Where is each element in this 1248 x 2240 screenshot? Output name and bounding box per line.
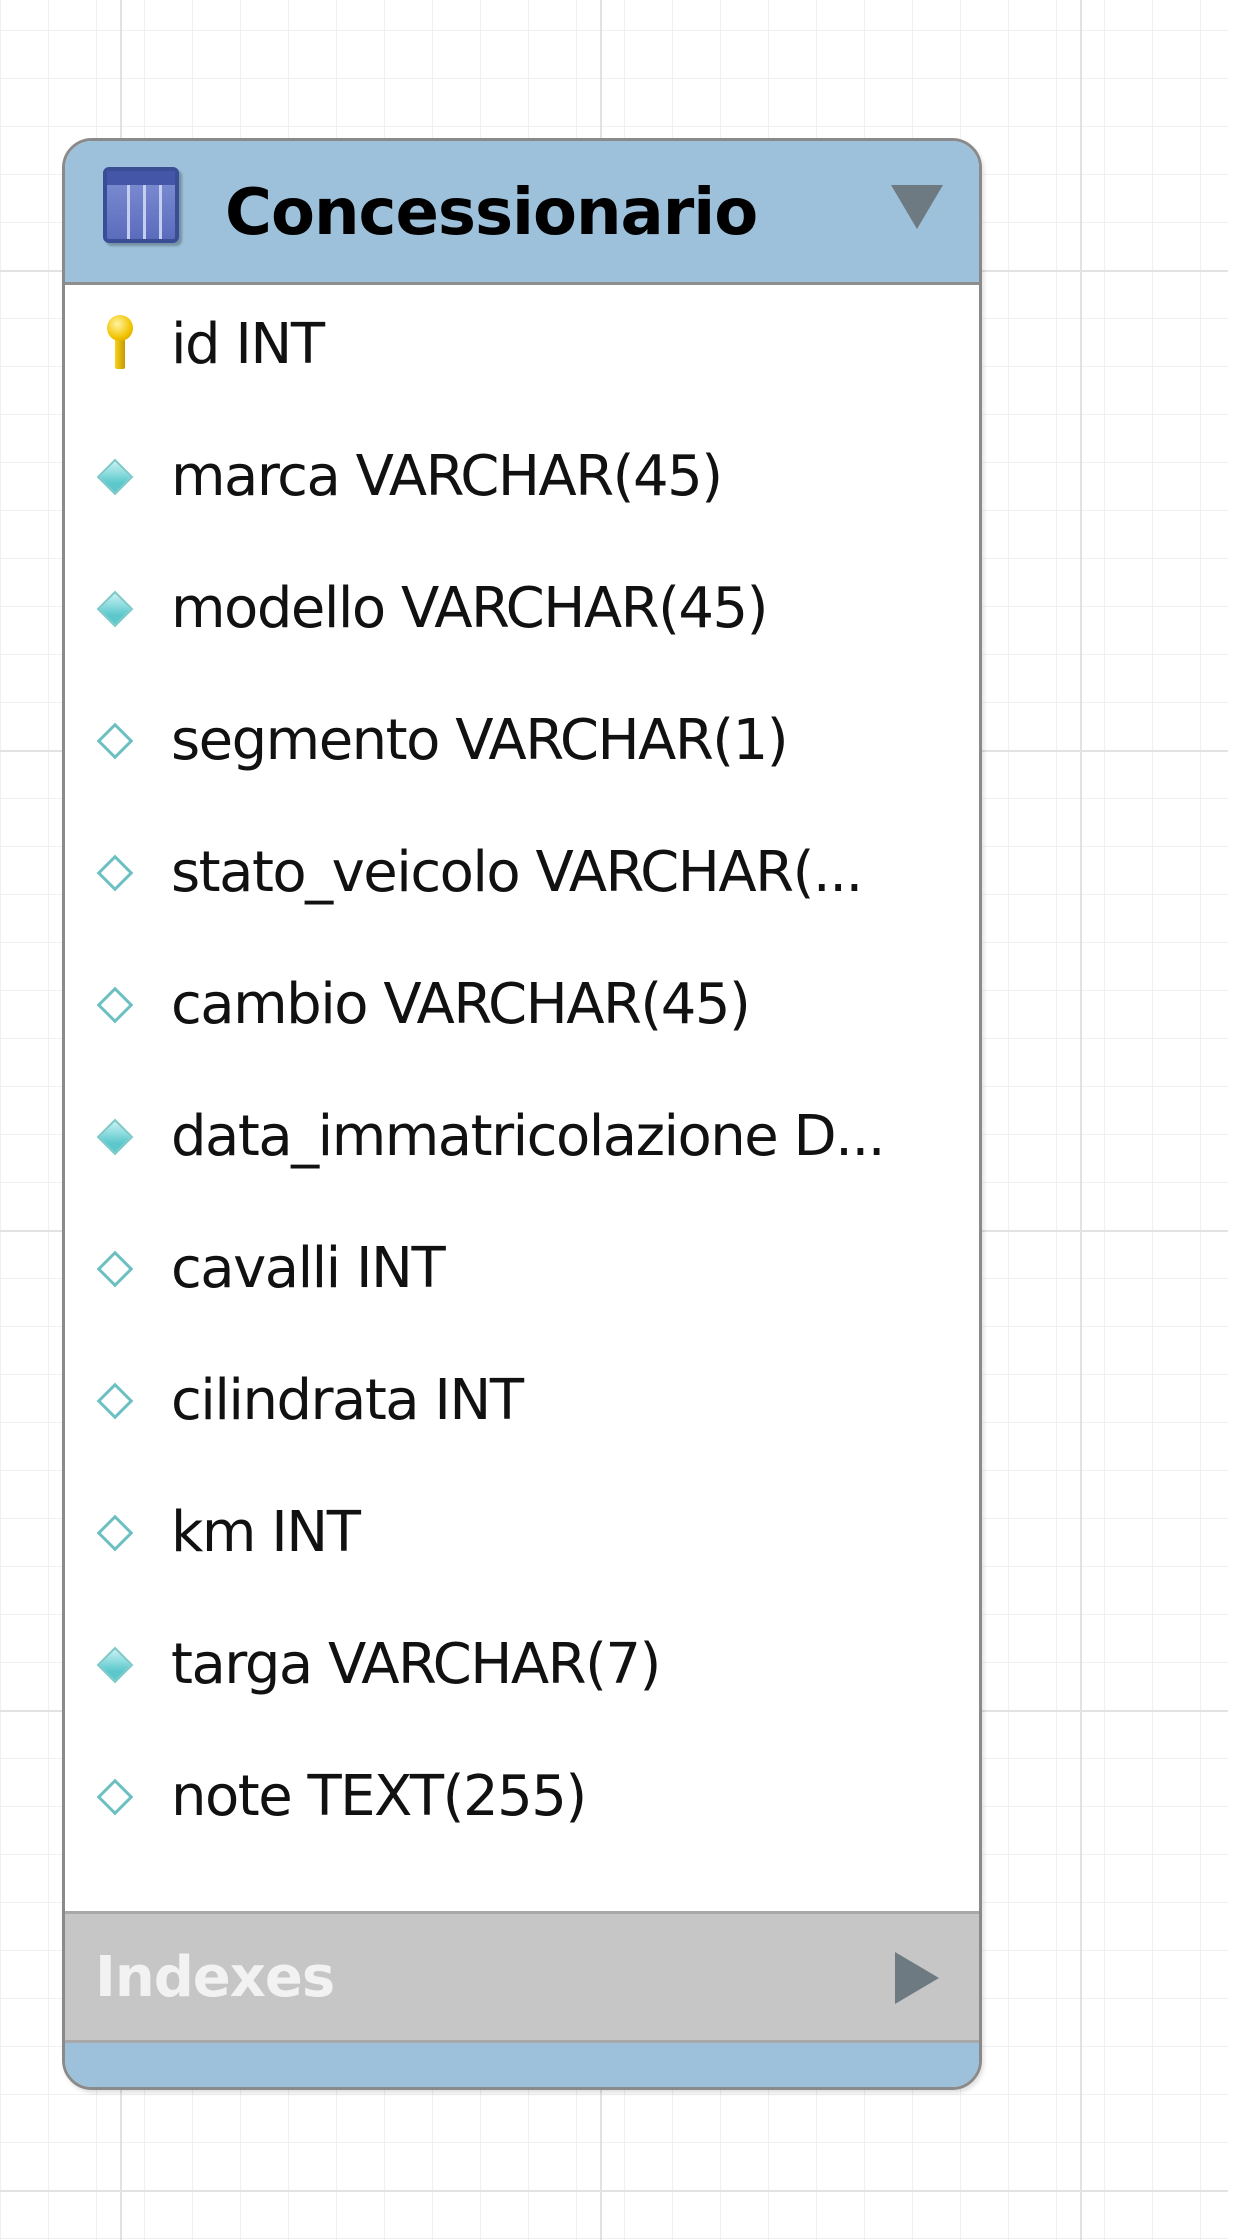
filled-diamond-icon (96, 1118, 134, 1156)
column-row[interactable]: cavalli INT (65, 1209, 979, 1341)
column-label: data_immatricolazione D... (171, 1104, 886, 1169)
column-row[interactable]: cambio VARCHAR(45) (65, 945, 979, 1077)
column-row[interactable]: data_immatricolazione D... (65, 1077, 979, 1209)
table-header[interactable]: Concessionario (65, 141, 979, 285)
column-label: cambio VARCHAR(45) (171, 972, 751, 1037)
column-label: cavalli INT (171, 1236, 446, 1301)
column-row[interactable]: segmento VARCHAR(1) (65, 681, 979, 813)
column-label: km INT (171, 1500, 361, 1565)
hollow-diamond-icon (96, 854, 134, 892)
column-label: targa VARCHAR(7) (171, 1632, 661, 1697)
indexes-section[interactable]: Indexes (65, 1911, 979, 2043)
table-card-concessionario[interactable]: Concessionario id INT marca VARCHAR(45) mo… (62, 138, 982, 2090)
column-label: id INT (171, 312, 325, 377)
column-row[interactable]: marca VARCHAR(45) (65, 417, 979, 549)
column-row[interactable]: note TEXT(255) (65, 1737, 979, 1869)
indexes-label: Indexes (95, 1945, 335, 2010)
column-row[interactable]: targa VARCHAR(7) (65, 1605, 979, 1737)
column-label: modello VARCHAR(45) (171, 576, 769, 641)
column-label: segmento VARCHAR(1) (171, 708, 789, 773)
hollow-diamond-icon (96, 1514, 134, 1552)
column-list: id INT marca VARCHAR(45) modello VARCHAR(4… (65, 285, 979, 1869)
filled-diamond-icon (96, 590, 134, 628)
column-row[interactable]: modello VARCHAR(45) (65, 549, 979, 681)
hollow-diamond-icon (96, 1250, 134, 1288)
column-row[interactable]: stato_veicolo VARCHAR(... (65, 813, 979, 945)
column-label: note TEXT(255) (171, 1764, 587, 1829)
primary-key-icon (103, 315, 137, 371)
filled-diamond-icon (96, 458, 134, 496)
hollow-diamond-icon (96, 1778, 134, 1816)
expand-triangle-icon[interactable] (895, 1952, 939, 2004)
table-title: Concessionario (225, 176, 758, 250)
column-label: marca VARCHAR(45) (171, 444, 723, 509)
table-footer (65, 2043, 979, 2087)
canvas-edge (1228, 0, 1248, 2240)
hollow-diamond-icon (96, 1382, 134, 1420)
hollow-diamond-icon (96, 722, 134, 760)
column-row[interactable]: km INT (65, 1473, 979, 1605)
hollow-diamond-icon (96, 986, 134, 1024)
column-label: stato_veicolo VARCHAR(... (171, 840, 863, 905)
filled-diamond-icon (96, 1646, 134, 1684)
table-icon (103, 167, 179, 243)
column-row[interactable]: cilindrata INT (65, 1341, 979, 1473)
column-label: cilindrata INT (171, 1368, 524, 1433)
collapse-triangle-icon[interactable] (891, 185, 943, 229)
column-row[interactable]: id INT (65, 285, 979, 417)
